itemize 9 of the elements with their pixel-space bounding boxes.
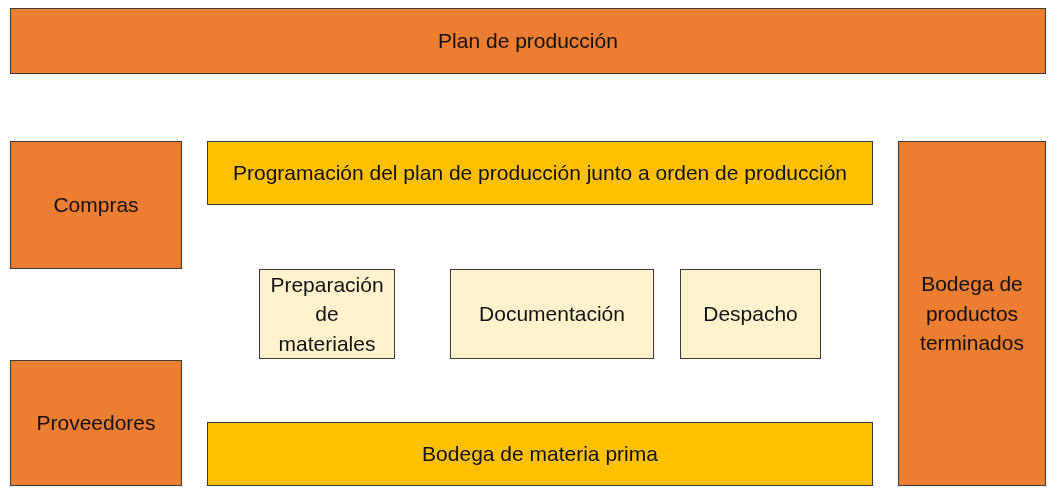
banner-box: Plan de producción bbox=[10, 8, 1046, 74]
side-box: Proveedores bbox=[10, 360, 182, 486]
side-box: Bodega de productos terminados bbox=[898, 141, 1046, 486]
process-box: Bodega de materia prima bbox=[207, 422, 873, 486]
process-box: Preparación de materiales bbox=[259, 269, 395, 359]
process-box: Documentación bbox=[450, 269, 654, 359]
side-box: Compras bbox=[10, 141, 182, 269]
process-box: Programación del plan de producción junto a orden de producción bbox=[207, 141, 873, 205]
process-box: Despacho bbox=[680, 269, 821, 359]
